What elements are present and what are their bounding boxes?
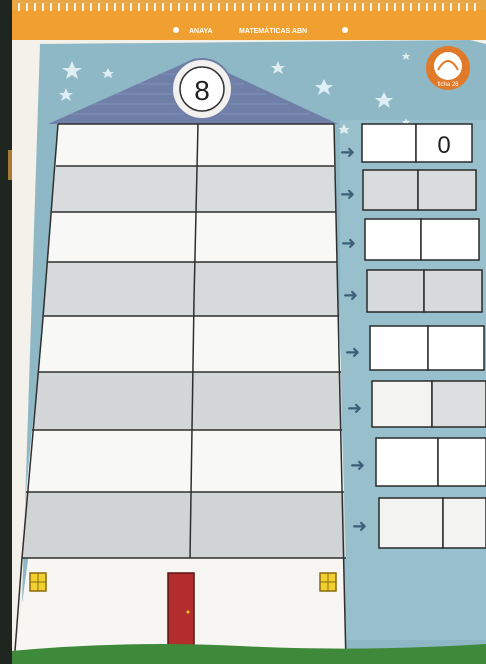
header-publisher: ANAYA bbox=[189, 28, 213, 35]
ficha-badge: ficha 26 bbox=[426, 46, 470, 90]
arrow-icon: ➜ bbox=[345, 342, 360, 362]
floor-4 bbox=[44, 262, 339, 316]
floor-7 bbox=[26, 430, 344, 492]
door bbox=[168, 573, 194, 649]
answer-box-left[interactable] bbox=[372, 381, 432, 427]
left-edge-tab bbox=[8, 150, 12, 180]
answer-box-right[interactable] bbox=[421, 219, 479, 260]
arrow-icon: ➜ bbox=[340, 184, 355, 204]
floor-3 bbox=[48, 212, 337, 262]
answer-box-left[interactable] bbox=[363, 170, 418, 210]
binding-rings bbox=[12, 0, 486, 11]
header-subject: MATEMÁTICAS ABN bbox=[239, 26, 307, 35]
answer-box-right[interactable] bbox=[424, 270, 482, 312]
answer-box-left[interactable] bbox=[379, 498, 443, 548]
floor-2 bbox=[52, 166, 336, 212]
floor-8 bbox=[22, 492, 346, 558]
house-number[interactable]: 8 bbox=[194, 75, 210, 106]
left-edge-shadow bbox=[0, 0, 12, 664]
answer-value: 0 bbox=[437, 132, 450, 159]
arrow-icon: ➜ bbox=[340, 142, 355, 162]
answer-box-right[interactable] bbox=[428, 326, 484, 370]
floor-5 bbox=[38, 316, 341, 372]
floor-1 bbox=[56, 124, 334, 166]
answer-box-left[interactable] bbox=[367, 270, 424, 312]
arrow-icon: ➜ bbox=[347, 398, 362, 418]
answer-box-left[interactable] bbox=[376, 438, 438, 486]
building-floors bbox=[22, 124, 346, 558]
answer-box-left[interactable] bbox=[365, 219, 421, 260]
answer-box-left[interactable] bbox=[362, 124, 416, 162]
header-dot-right bbox=[342, 27, 348, 33]
arrow-icon: ➜ bbox=[350, 455, 365, 475]
answer-box-right[interactable] bbox=[443, 498, 486, 548]
arrow-icon: ➜ bbox=[343, 285, 358, 305]
answer-box-right[interactable] bbox=[418, 170, 476, 210]
badge-label: ficha 26 bbox=[437, 82, 459, 88]
door-knob bbox=[187, 611, 190, 614]
answer-box-left[interactable] bbox=[370, 326, 428, 370]
answer-box-right[interactable] bbox=[432, 381, 486, 427]
answer-box-right[interactable] bbox=[438, 438, 486, 486]
floor-6 bbox=[32, 372, 342, 430]
arrow-icon: ➜ bbox=[341, 233, 356, 253]
arrow-icon: ➜ bbox=[352, 516, 367, 536]
header-dot-left bbox=[173, 27, 179, 33]
